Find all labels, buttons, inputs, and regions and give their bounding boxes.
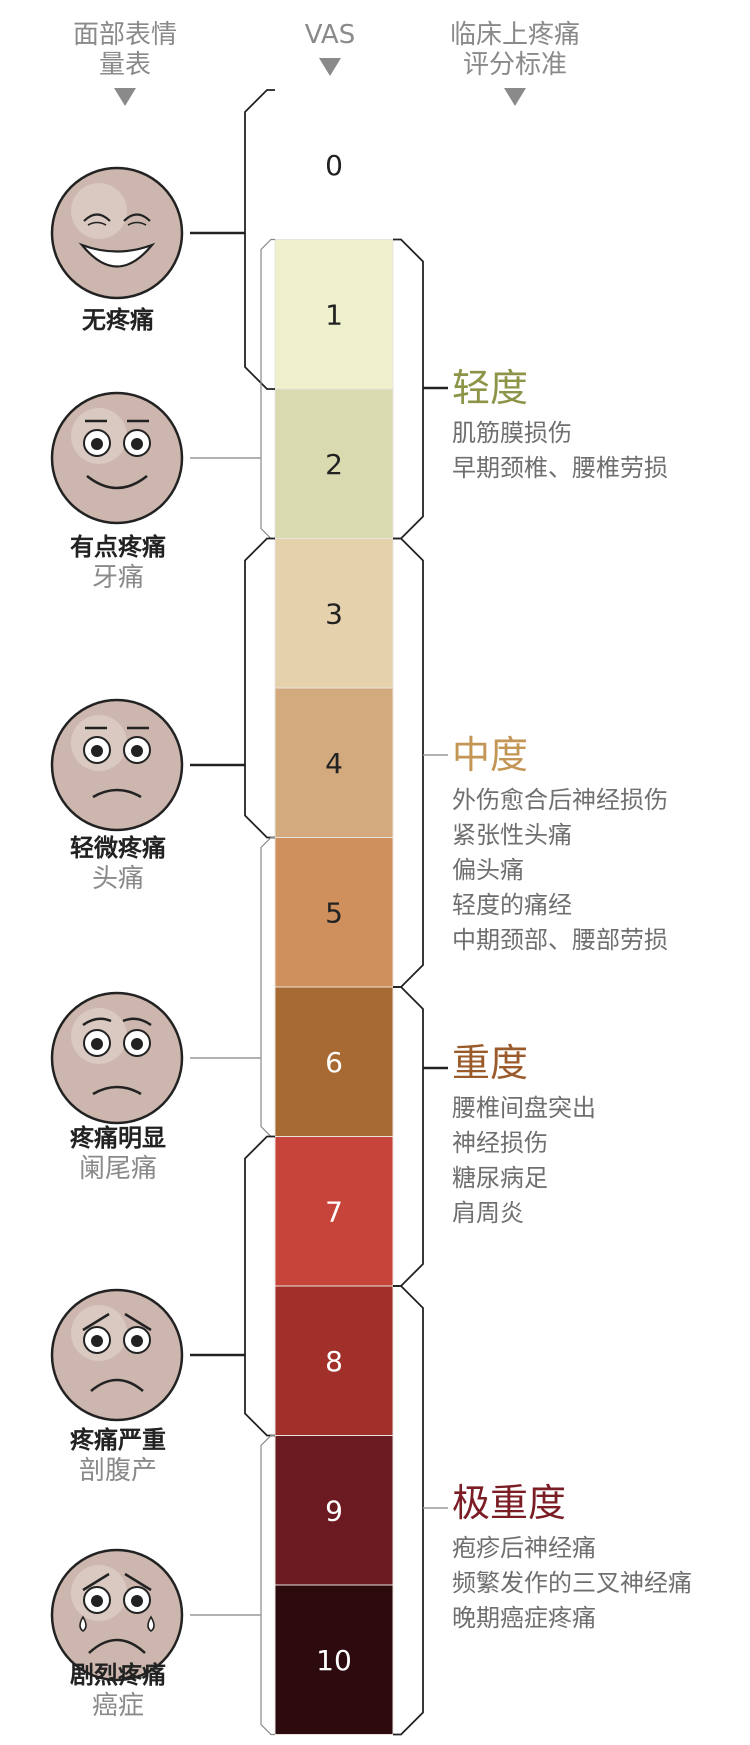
category-item: 中期颈部、腰部劳损 xyxy=(452,926,668,954)
vas-number-0: 0 xyxy=(325,149,343,182)
vas-segment-5 xyxy=(274,837,394,988)
category-bracket-mild xyxy=(393,238,424,540)
category-title: 重度 xyxy=(452,1041,529,1085)
vas-segment-2 xyxy=(274,388,394,539)
category-item: 糖尿病足 xyxy=(452,1164,548,1192)
category-item: 频繁发作的三叉神经痛 xyxy=(452,1569,692,1597)
face-bracket-3 xyxy=(260,836,275,1138)
face-label-0: 无疼痛 xyxy=(38,305,198,336)
category-moderate: 中度 外伤愈合后神经损伤 紧张性头痛 偏头痛 轻度的痛经 中期颈部、腰部劳损 xyxy=(452,733,668,958)
category-item: 偏头痛 xyxy=(452,856,524,884)
category-bracket-moderate xyxy=(393,537,424,988)
face-label-5: 剧烈疼痛 癌症 xyxy=(38,1660,198,1722)
face-5-icon xyxy=(50,1548,184,1682)
vas-number-9: 9 xyxy=(325,1494,343,1527)
connector-lines xyxy=(190,231,448,1616)
vas-number-1: 1 xyxy=(325,298,343,331)
face-1-icon xyxy=(50,391,184,525)
category-title: 中度 xyxy=(452,733,529,777)
category-bracket-severe xyxy=(393,986,424,1287)
header-faces: 面部表情 量表 xyxy=(45,20,205,106)
vas-number-5: 5 xyxy=(325,896,343,929)
face-label-3: 疼痛明显 阑尾痛 xyxy=(38,1123,198,1185)
vas-segment-4 xyxy=(274,687,394,838)
face-bracket-0 xyxy=(244,89,275,390)
category-item: 肩周炎 xyxy=(452,1199,524,1227)
header-clinical: 临床上疼痛 评分标准 xyxy=(425,20,605,106)
face-0-icon xyxy=(50,166,184,300)
category-title: 极重度 xyxy=(452,1481,567,1525)
face-label-main: 剧烈疼痛 xyxy=(70,1661,166,1689)
face-label-main: 轻微疼痛 xyxy=(70,834,166,862)
category-mild: 轻度 肌筋膜损伤 早期颈椎、腰椎劳损 xyxy=(452,366,668,486)
face-bracket-2 xyxy=(244,537,275,839)
face-label-sub: 癌症 xyxy=(91,1691,144,1721)
vas-segment-8 xyxy=(274,1285,394,1436)
header-clinical-arrow-icon xyxy=(504,88,526,106)
category-very-severe: 极重度 疱疹后神经痛 频繁发作的三叉神经痛 晚期癌症疼痛 xyxy=(452,1481,692,1636)
category-severe: 重度 腰椎间盘突出 神经损伤 糖尿病足 肩周炎 xyxy=(452,1041,596,1231)
face-label-sub: 头痛 xyxy=(91,864,144,894)
category-item: 紧张性头痛 xyxy=(452,821,572,849)
face-label-1: 有点疼痛 牙痛 xyxy=(38,532,198,594)
category-item: 晚期癌症疼痛 xyxy=(452,1604,596,1632)
face-label-main: 有点疼痛 xyxy=(70,533,166,561)
face-label-4: 疼痛严重 剖腹产 xyxy=(38,1425,198,1487)
vas-number-2: 2 xyxy=(325,448,343,481)
face-label-sub: 剖腹产 xyxy=(78,1456,157,1486)
vas-segment-9 xyxy=(274,1435,394,1586)
category-item: 外伤愈合后神经损伤 xyxy=(452,786,668,814)
face-label-main: 疼痛明显 xyxy=(70,1124,166,1152)
vas-number-6: 6 xyxy=(325,1046,343,1079)
vas-number-7: 7 xyxy=(325,1195,343,1228)
header-faces-arrow-icon xyxy=(114,88,136,106)
header-vas: VAS xyxy=(280,20,380,76)
category-item: 轻度的痛经 xyxy=(452,891,572,919)
header-vas-arrow-icon xyxy=(319,58,341,76)
vas-segment-7 xyxy=(274,1136,394,1287)
category-item: 早期颈椎、腰椎劳损 xyxy=(452,454,668,482)
vas-number-4: 4 xyxy=(325,747,343,780)
vas-number-8: 8 xyxy=(325,1345,343,1378)
category-item: 肌筋膜损伤 xyxy=(452,419,572,447)
face-label-sub: 牙痛 xyxy=(91,563,144,593)
header-clinical-text: 临床上疼痛 评分标准 xyxy=(449,20,580,80)
face-scale xyxy=(50,166,184,1682)
vas-segment-10 xyxy=(274,1584,394,1735)
vas-number-3: 3 xyxy=(325,597,343,630)
tear-icon xyxy=(79,1615,87,1632)
category-item: 腰椎间盘突出 xyxy=(452,1094,596,1122)
category-item: 神经损伤 xyxy=(452,1129,548,1157)
face-bracket-4 xyxy=(244,1135,275,1437)
face-label-sub: 阑尾痛 xyxy=(78,1154,157,1184)
header-vas-text: VAS xyxy=(304,20,356,50)
face-3-icon xyxy=(50,991,184,1125)
vas-number-10: 10 xyxy=(316,1644,352,1677)
tear-icon xyxy=(147,1615,155,1632)
face-label-main: 疼痛严重 xyxy=(70,1426,166,1454)
face-label-main: 无疼痛 xyxy=(82,306,154,334)
vas-segment-0 xyxy=(274,89,394,240)
face-bracket-5 xyxy=(260,1434,275,1736)
vas-segment-6 xyxy=(274,986,394,1137)
face-label-2: 轻微疼痛 头痛 xyxy=(38,833,198,895)
vas-scale: 0 1 2 3 4 5 6 7 8 9 10 xyxy=(274,89,394,1735)
category-title: 轻度 xyxy=(452,366,529,410)
face-2-icon xyxy=(50,698,184,832)
header-faces-text: 面部表情 量表 xyxy=(72,20,177,80)
category-item: 疱疹后神经痛 xyxy=(452,1534,596,1562)
vas-segment-3 xyxy=(274,538,394,689)
category-bracket-very-severe xyxy=(393,1285,424,1736)
face-4-icon xyxy=(50,1288,184,1422)
